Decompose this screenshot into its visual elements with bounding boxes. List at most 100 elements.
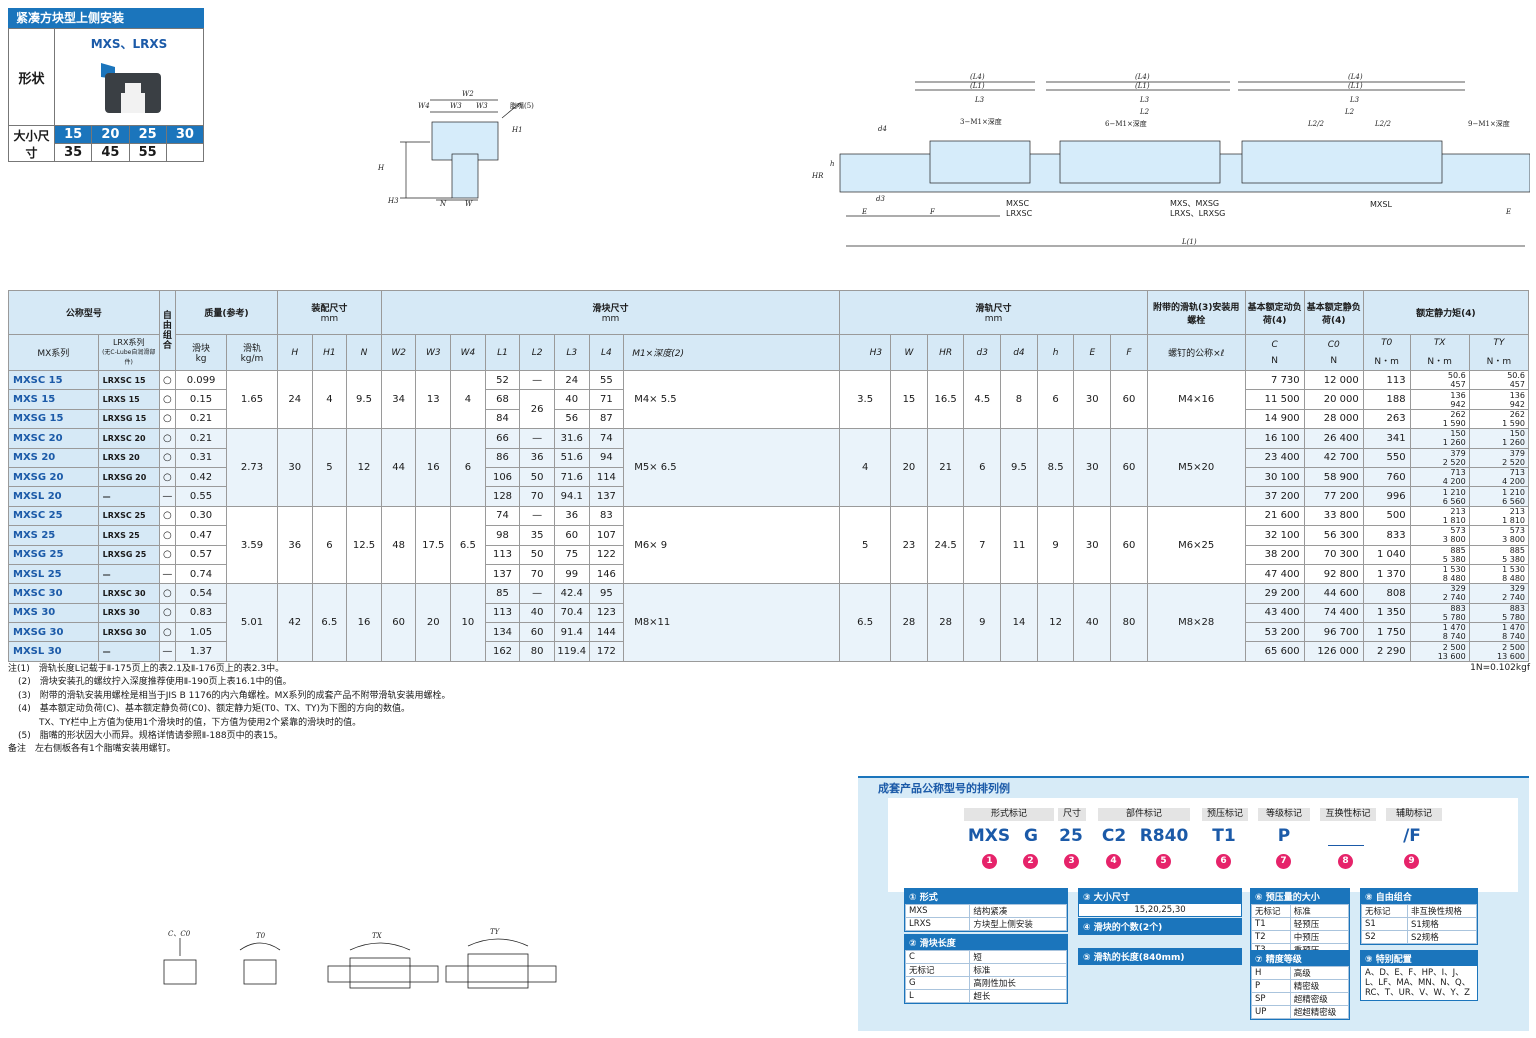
cell-L2: 50 (519, 466, 555, 488)
mdepth-2: 6−M1×深度 (1105, 119, 1147, 128)
cell-L1: 85 (484, 583, 521, 604)
cell-L1: 113 (484, 544, 521, 565)
cell-L3: 94.1 (553, 486, 590, 507)
cell-L3: 91.4 (553, 622, 590, 643)
ordering-panel: 成套产品公称型号的排列例 形式标记 尺寸 部件标记 预压标记 等级标记 互换性标… (858, 776, 1529, 1031)
th-W2: W2 (380, 334, 417, 371)
cell-F: 60 (1110, 428, 1148, 507)
cell-TY-2: 2 520 (1502, 457, 1525, 467)
cell-L3: 71.6 (553, 466, 590, 488)
cell-C: 37 200 (1244, 486, 1305, 507)
th-lrx2: (无C-Lube自润滑部件) (102, 348, 156, 366)
box-size-value: 15,20,25,30 (1134, 905, 1186, 915)
cell-T0: 996 (1362, 486, 1411, 507)
th-lrx: LRX系列 (112, 337, 145, 347)
cell-bolt: M4×16 (1146, 369, 1246, 430)
th-mr: 滑轨 (242, 344, 261, 354)
cell-L3: 70.4 (553, 602, 590, 624)
dim-n: N (439, 200, 447, 208)
model-mx: MXS 20 (8, 447, 99, 468)
cell-C: 7 730 (1244, 369, 1305, 391)
option-code: 无标记 (1251, 904, 1291, 918)
th-C-sym: C (1271, 339, 1278, 350)
dim-d3: d3 (876, 195, 885, 203)
label-aux: 辅助标记 (1386, 808, 1442, 821)
th-L4: L4 (588, 334, 625, 371)
option-desc: 超超精密级 (1289, 1005, 1350, 1019)
cell-M1: M5× 6.5 (623, 428, 841, 507)
option-desc: 超长 (969, 989, 1067, 1003)
size-25: 25 (128, 125, 167, 144)
cell-TX-2: 1 590 (1442, 418, 1466, 428)
cell-L2: 35 (519, 525, 555, 546)
model-lrx: — (97, 641, 160, 662)
cell-C: 32 100 (1244, 525, 1305, 546)
size-55: 55 (128, 143, 167, 162)
th-W4: W4 (450, 334, 486, 371)
cell-d3: 7 (963, 505, 1002, 585)
num-4: 4 (1106, 854, 1121, 869)
note-4b: TX、TY栏中上方值为使用1个滑块时的值，下方值为使用2个紧靠的滑块时的值。 (39, 717, 362, 728)
model-lrx: LRXSC 30 (97, 583, 160, 604)
cell-TX-1: 262 (1450, 409, 1466, 419)
cell-N: 12.5 (346, 505, 382, 585)
cell-L2: 36 (519, 447, 555, 468)
cell-W4: 10 (450, 583, 486, 662)
mass-block: 0.57 (175, 544, 227, 565)
th-H1: H1 (311, 334, 348, 371)
cell-C0: 74 400 (1303, 602, 1364, 624)
cell-TX-2: 2 740 (1442, 593, 1466, 603)
th-mb-u: kg (195, 354, 207, 364)
cell-TY-2: 3 800 (1502, 535, 1525, 545)
cell-TX-2: 3 800 (1442, 535, 1466, 545)
cell-T0: 341 (1362, 428, 1411, 449)
option-desc: 高刚性加长 (969, 976, 1067, 990)
option-desc: S1规格 (1407, 917, 1477, 931)
mass-block: 1.05 (175, 622, 227, 643)
free-combo: ○ (158, 544, 177, 565)
cell-L2: 80 (519, 641, 555, 662)
th-TX-sym: TX (1433, 338, 1446, 348)
note-3: (3) 附带的滑轨安装用螺栓是相当于JIS B 1176的内六角螺栓。MX系列的… (18, 690, 451, 701)
label-mxsc: MXSC (1006, 199, 1029, 208)
cell-W2: 60 (380, 583, 417, 662)
label-parts: 部件标记 (1098, 808, 1190, 821)
cell-TY-2: 1 590 (1502, 418, 1525, 428)
cell-H1: 6 (311, 505, 348, 585)
free-combo: ○ (158, 369, 177, 391)
cell-L2: 26 (519, 389, 555, 430)
cell-bolt: M6×25 (1146, 505, 1246, 585)
cell-N: 9.5 (346, 369, 382, 430)
cell-L2: 70 (519, 563, 555, 585)
cell-L3: 51.6 (553, 447, 590, 468)
cell-L3: 75 (553, 544, 590, 565)
cell-L4: 55 (588, 369, 625, 391)
dim-l2-b: L2 (1139, 108, 1150, 116)
cell-TY-1: 1 210 (1502, 487, 1525, 497)
cell-d3: 4.5 (963, 369, 1002, 430)
side-view-drawing: (L4) (L1) L3 3−M1×深度 (L4) (L1) L3 L2 6−M… (811, 73, 1530, 247)
code-f: /F (1403, 826, 1421, 846)
cell-L2: 70 (519, 486, 555, 507)
cell-E: 30 (1073, 505, 1112, 585)
th-model: 公称型号 (8, 290, 160, 335)
cell-TX-1: 713 (1450, 468, 1466, 478)
cell-TX-1: 573 (1450, 526, 1466, 536)
model-lrx: LRXSG 15 (97, 408, 160, 430)
cell-L2: — (519, 369, 555, 391)
cell-d4: 8 (1000, 369, 1038, 430)
th-slider: 滑块尺寸 (592, 304, 629, 314)
th-M1: M1×深度(2) (623, 334, 841, 371)
note-4: (4) 基本额定动负荷(C)、基本额定静负荷(C0)、额定静力矩(T0、TX、T… (18, 704, 410, 715)
model-lrx: LRXSG 20 (97, 466, 160, 488)
cell-TY-2: 942 (1509, 399, 1525, 409)
cell-TX-1: 150 (1450, 429, 1466, 439)
num-5: 5 (1156, 854, 1171, 869)
option-desc: 标准 (1289, 904, 1350, 918)
option-code: S1 (1361, 917, 1408, 931)
cell-W2: 48 (380, 505, 417, 585)
cell-W3: 17.5 (415, 505, 452, 585)
